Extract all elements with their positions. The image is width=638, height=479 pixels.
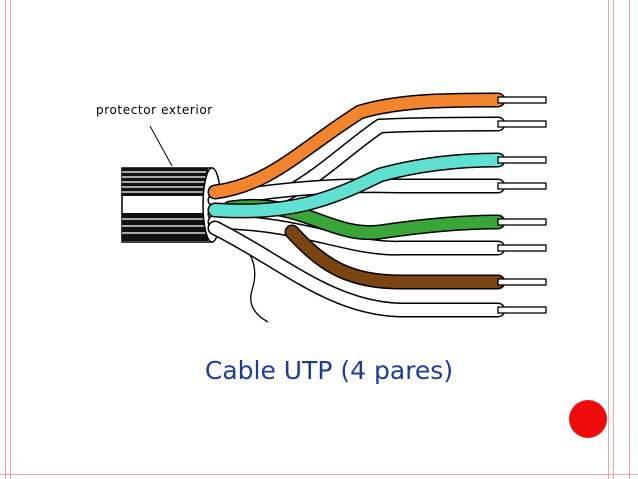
cyan-pair	[207, 152, 506, 219]
callout-label: protector exterior	[96, 103, 213, 117]
orange-pair	[207, 92, 506, 200]
cable-jacket	[121, 167, 222, 243]
brown-pair	[284, 224, 506, 290]
frame-line-right-outer	[629, 0, 630, 479]
frame-line-right-middle	[613, 0, 614, 479]
callout-pointer	[149, 125, 173, 167]
frame-line-right-inner	[608, 0, 609, 479]
frame-line-left-inner	[10, 0, 11, 479]
slide-caption: Cable UTP (4 pares)	[204, 356, 454, 385]
frame-line-left-outer	[5, 0, 6, 479]
red-circle-icon	[569, 400, 607, 438]
frame-line-bottom	[0, 474, 638, 475]
conductor-tips	[497, 96, 547, 314]
